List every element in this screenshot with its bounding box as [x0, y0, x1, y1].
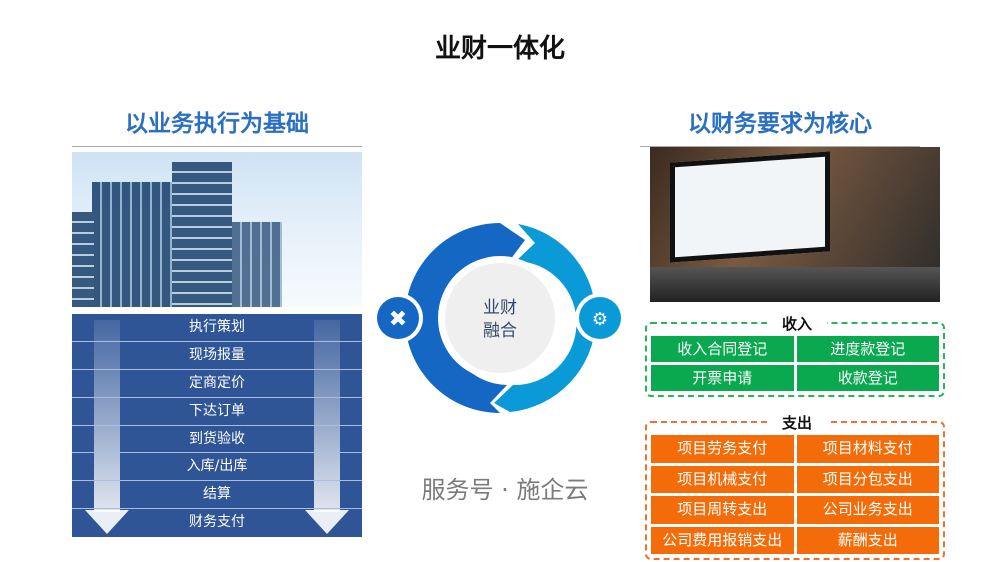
center-line2: 融合: [483, 321, 517, 341]
down-arrow-icon: [314, 320, 340, 512]
down-arrowhead-icon: [305, 510, 349, 534]
tools-icon: [377, 297, 419, 339]
income-item: 开票申请: [651, 365, 794, 391]
list-item: 现场报量: [72, 342, 362, 370]
list-item: 下达订单: [72, 398, 362, 426]
laptop-photo: [650, 147, 940, 302]
expense-item: 项目机械支付: [651, 465, 794, 493]
list-item: 入库/出库: [72, 453, 362, 482]
list-item: 执行策划: [72, 314, 362, 342]
gear-cycle-icon: [579, 297, 621, 339]
ring-right-half: [494, 224, 596, 412]
expense-item: 项目劳务支付: [651, 435, 794, 463]
income-item: 收入合同登记: [651, 336, 794, 362]
income-item: 进度款登记: [796, 336, 939, 362]
expense-item: 公司业务支出: [796, 496, 939, 524]
list-item: 到货验收: [72, 426, 362, 454]
business-steps-list: 执行策划 现场报量 定商定价 下达订单 到货验收 入库/出库 结算 财务支付: [72, 314, 362, 537]
list-item: 财务支付: [189, 514, 245, 531]
building-photo: [72, 152, 362, 307]
ring-left-half: [405, 223, 525, 413]
expense-item: 项目分包支出: [796, 465, 939, 493]
svg-text:⚙: ⚙: [592, 309, 608, 330]
integration-ring: ✖ ⚙ 业财 融合: [373, 223, 625, 413]
watermark: 服务号 · 施企云: [421, 476, 589, 504]
down-arrowhead-icon: [85, 510, 129, 534]
left-heading: 以业务执行为基础: [72, 104, 362, 147]
down-arrow-icon: [94, 320, 120, 512]
slide-title: 业财一体化: [434, 34, 565, 64]
list-item: 定商定价: [72, 370, 362, 398]
expense-label: 支出: [767, 412, 827, 433]
income-group: 收入 收入合同登记 进度款登记 开票申请 收款登记: [645, 313, 945, 397]
expense-item: 项目周转支出: [651, 496, 794, 524]
expense-group: 支出 项目劳务支付 项目材料支付 项目机械支付 项目分包支出 项目周转支出 公司…: [645, 412, 945, 560]
expense-item: 公司费用报销支出: [651, 526, 794, 554]
income-label: 收入: [767, 313, 827, 334]
expense-item: 薪酬支出: [796, 526, 939, 554]
income-item: 收款登记: [796, 365, 939, 391]
svg-text:✖: ✖: [389, 307, 407, 332]
right-heading: 以财务要求为核心: [640, 104, 920, 147]
expense-item: 项目材料支付: [796, 435, 939, 463]
list-item: 结算: [72, 481, 362, 510]
center-line1: 业财: [483, 298, 517, 318]
